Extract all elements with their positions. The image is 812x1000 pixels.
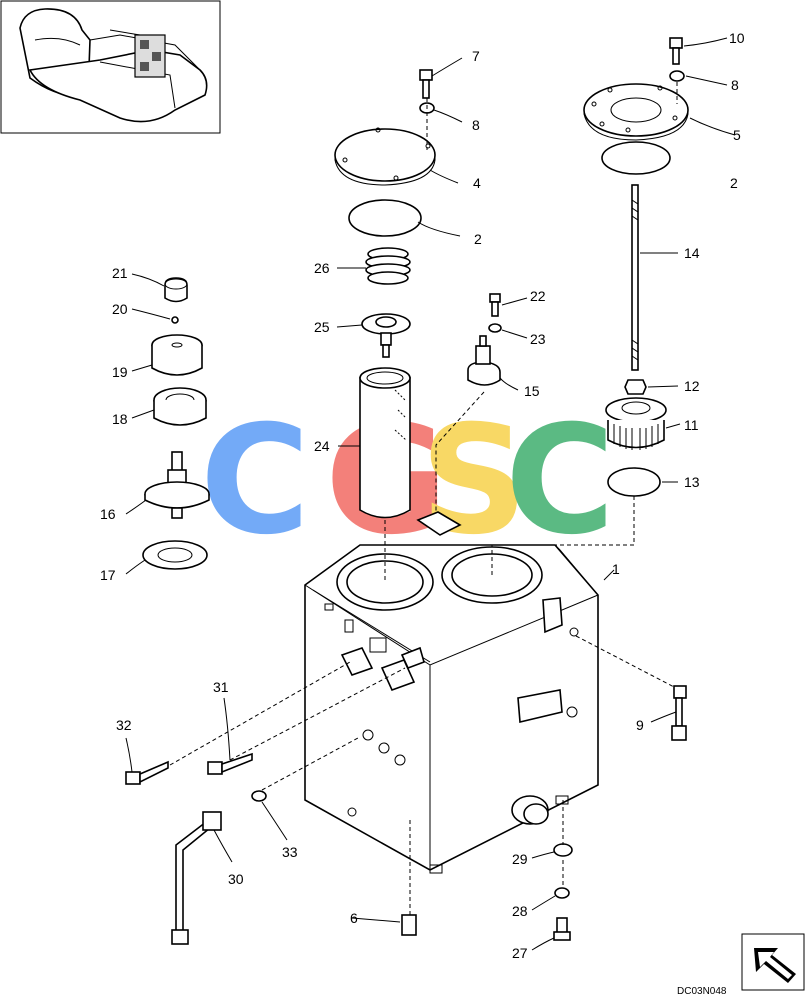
callout-29: 29 [512, 851, 528, 867]
cover-plate-4 [334, 127, 436, 186]
gasket-17 [142, 540, 208, 570]
level-gauge-9 [575, 635, 687, 741]
watermark-letter-4: C [505, 394, 615, 568]
callout-22: 22 [530, 288, 546, 304]
callout-24: 24 [314, 438, 330, 454]
callout-9: 9 [636, 717, 644, 733]
shaft-assembly-16 [144, 451, 210, 519]
spring-26 [365, 247, 411, 285]
hydraulic-tank [304, 544, 599, 874]
cover-19 [151, 334, 203, 376]
screw-31 [207, 667, 406, 775]
callout-14: 14 [684, 245, 700, 261]
callout-2-right: 2 [730, 175, 738, 191]
callout-25: 25 [314, 319, 330, 335]
orientation-arrow-icon [741, 933, 805, 991]
rod-14 [631, 184, 639, 371]
washer-8-right [669, 70, 685, 82]
callout-23: 23 [530, 331, 546, 347]
valve-25 [361, 313, 411, 358]
reference-code: DC03N048 [677, 986, 727, 997]
callout-4: 4 [473, 175, 481, 191]
bearing-18 [153, 387, 207, 426]
callout-2-left: 2 [474, 231, 482, 247]
callout-27: 27 [512, 945, 528, 961]
callout-32: 32 [116, 717, 132, 733]
bolt-10 [669, 37, 683, 65]
callout-28: 28 [512, 903, 528, 919]
callout-16: 16 [100, 506, 116, 522]
callout-31: 31 [213, 679, 229, 695]
washer-23 [488, 323, 502, 333]
callout-7: 7 [472, 48, 480, 64]
bolt-22 [489, 293, 501, 317]
bolt-27 [553, 917, 571, 941]
leader-lines [125, 37, 736, 951]
cover-plate-5 [583, 83, 689, 141]
washer-33 [251, 790, 267, 802]
strainer-11 [605, 397, 667, 450]
drain-tube-30 [171, 811, 222, 945]
o-ring-20 [171, 316, 179, 324]
filter-element-24 [359, 367, 411, 580]
callout-19: 19 [112, 364, 128, 380]
washer-28 [554, 887, 570, 899]
gasket-2-left [348, 199, 422, 237]
callout-8-right: 8 [731, 77, 739, 93]
callout-26: 26 [314, 260, 330, 276]
screw-32 [125, 661, 351, 785]
gasket-2-right [601, 141, 671, 175]
callout-15: 15 [524, 383, 540, 399]
callout-1: 1 [612, 561, 620, 577]
callout-17: 17 [100, 567, 116, 583]
callout-8-left: 8 [472, 117, 480, 133]
drain-plug-6 [401, 820, 417, 936]
callout-11: 11 [684, 417, 699, 433]
callout-6: 6 [350, 910, 358, 926]
callout-20: 20 [112, 301, 128, 317]
washer-29 [553, 843, 573, 857]
sensor-mount-plate [416, 511, 462, 536]
callout-21: 21 [112, 265, 128, 281]
callout-5: 5 [733, 127, 741, 143]
callout-30: 30 [228, 871, 244, 887]
callout-labels: 1 2 2 4 5 6 7 8 8 9 10 11 12 13 14 15 16… [100, 30, 745, 961]
o-ring-13 [607, 467, 661, 497]
bolt-7 [419, 69, 433, 99]
callout-33: 33 [282, 844, 298, 860]
watermark-letter-1: C [200, 394, 310, 568]
cap-21 [164, 277, 188, 303]
watermark-letter-3: S [420, 394, 528, 568]
callout-13: 13 [684, 474, 700, 490]
callout-10: 10 [729, 30, 745, 46]
locator-inset [0, 0, 221, 134]
sensor-15 [467, 335, 501, 386]
callout-12: 12 [684, 378, 700, 394]
nut-12 [624, 379, 647, 395]
callout-18: 18 [112, 411, 128, 427]
